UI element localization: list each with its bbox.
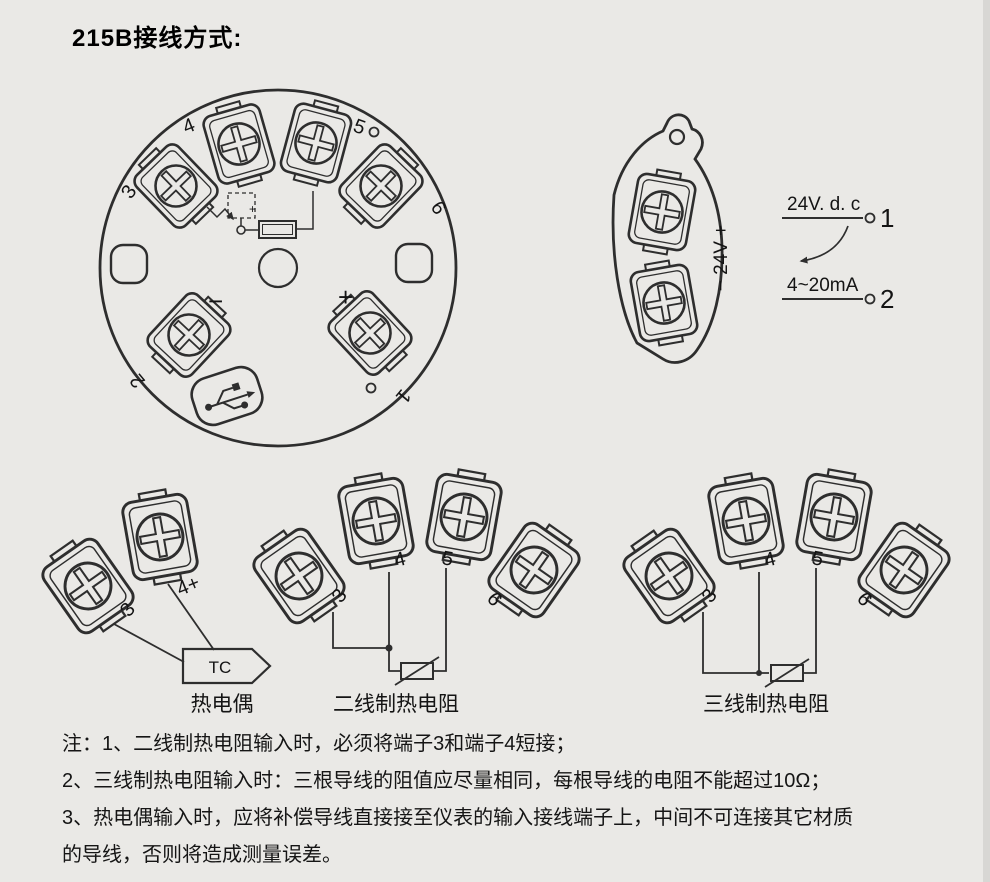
thermocouple-caption: 热电偶 — [191, 693, 254, 716]
loop-terminal-1: 1 — [880, 203, 894, 233]
rtd-three-wire-caption: 三线制热电阻 — [703, 693, 829, 716]
thermocouple-diagram: 3 4+ TC 热电偶 — [33, 484, 272, 716]
rtd2-terminal-5-label: 5 — [440, 547, 455, 571]
screw-terminal — [479, 512, 589, 628]
head-housing-outline — [98, 88, 458, 448]
head-side-view-diagram: − 24V + — [611, 113, 732, 364]
note-line-2: 2、三线制热电阻输入时：三根导线的阻值应尽量相同，每根导线的电阻不能超过10Ω； — [62, 770, 831, 792]
rtd3-wires — [702, 568, 817, 676]
screw-terminal-5 — [276, 94, 356, 192]
right-cutout — [394, 242, 434, 284]
terminal-6-label: 6 — [426, 197, 450, 219]
rtd2-resistor-symbol — [394, 656, 440, 686]
internal-wiring: + — [206, 191, 314, 239]
note-line-3: 3、热电偶输入时，应将补偿导线直接接至仪表的输入接线端子上，中间不可连接其它材质 — [62, 807, 854, 829]
junction-point — [236, 225, 246, 235]
note-line-1: 注：1、二线制热电阻输入时，必须将端子3和端子4短接； — [62, 733, 576, 755]
left-cutout — [109, 243, 149, 285]
head-top-view-diagram: 3 4 5 6 2 1 − + + — [98, 88, 458, 448]
screw-terminal — [422, 464, 506, 570]
screw-terminal-1 — [319, 281, 421, 385]
current-flow-arrow — [799, 225, 849, 264]
screw-terminal-2 — [138, 283, 240, 387]
current-signal-label: 4~20mA — [787, 275, 859, 296]
page-edge-shadow — [983, 0, 990, 882]
terminal-5-label: 5 — [350, 115, 368, 139]
rtd-three-wire-diagram: 3 4 5 6 三线制热电阻 — [614, 464, 959, 716]
rtd3-terminal-6-label: 6 — [852, 588, 876, 611]
screw-terminal — [33, 528, 143, 644]
index-hole-bottom — [365, 382, 377, 394]
component-box — [258, 220, 297, 239]
page-title: 215B接线方式: — [72, 25, 243, 52]
index-hole-top — [368, 126, 380, 138]
rtd2-wires — [332, 568, 447, 672]
screw-terminal — [792, 464, 876, 570]
loop-terminal-1-dot — [864, 212, 876, 224]
rtd2-terminal-6-label: 6 — [482, 588, 506, 611]
screw-terminal — [849, 512, 959, 628]
terminal-4-label: 4 — [180, 114, 199, 139]
plus-sign: + — [338, 282, 353, 312]
note-line-4: 的导线，否则将造成测量误差。 — [62, 844, 342, 866]
mounting-hole — [668, 128, 686, 146]
polarity-label: − 24V + — [711, 225, 732, 292]
screw-terminal-minus — [627, 256, 701, 350]
supply-voltage-label: 24V. d. c — [787, 194, 860, 215]
wiring-diagram-canvas: 3 4 5 6 2 1 − + + — [33, 88, 959, 716]
loop-terminal-2-dot — [864, 293, 876, 305]
tc-sensor-symbol — [181, 647, 272, 685]
rtd3-terminal-5-label: 5 — [810, 547, 825, 571]
screw-terminal-4 — [198, 95, 280, 193]
trim-arrow — [206, 206, 234, 221]
screw-terminal-6 — [330, 135, 432, 237]
screw-terminal — [118, 484, 202, 590]
tc-wires — [113, 583, 215, 663]
rtd-two-wire-diagram: 3 4 5 6 二线制热电阻 — [244, 464, 589, 716]
rtd-two-wire-caption: 二线制热电阻 — [333, 693, 459, 716]
trim-plus-sign: + — [249, 202, 256, 216]
rtd3-terminal-4-label: 4 — [762, 548, 778, 572]
screw-terminal — [244, 518, 354, 634]
usb-icon — [190, 365, 264, 427]
screw-terminal — [614, 518, 724, 634]
rtd2-terminal-4-label: 4 — [392, 548, 408, 572]
minus-sign: − — [208, 286, 223, 316]
power-schematic: 24V. d. c 1 4~20mA 2 — [782, 194, 894, 314]
notes: 注：1、二线制热电阻输入时，必须将端子3和端子4短接； 2、三线制热电阻输入时：… — [62, 726, 952, 874]
rtd3-resistor-symbol — [764, 658, 810, 688]
screw-terminal-plus — [625, 165, 699, 259]
center-hole — [257, 247, 299, 289]
tc-sensor-label: TC — [209, 658, 232, 677]
loop-terminal-2: 2 — [880, 284, 894, 314]
wire-junction-dot — [756, 670, 762, 676]
